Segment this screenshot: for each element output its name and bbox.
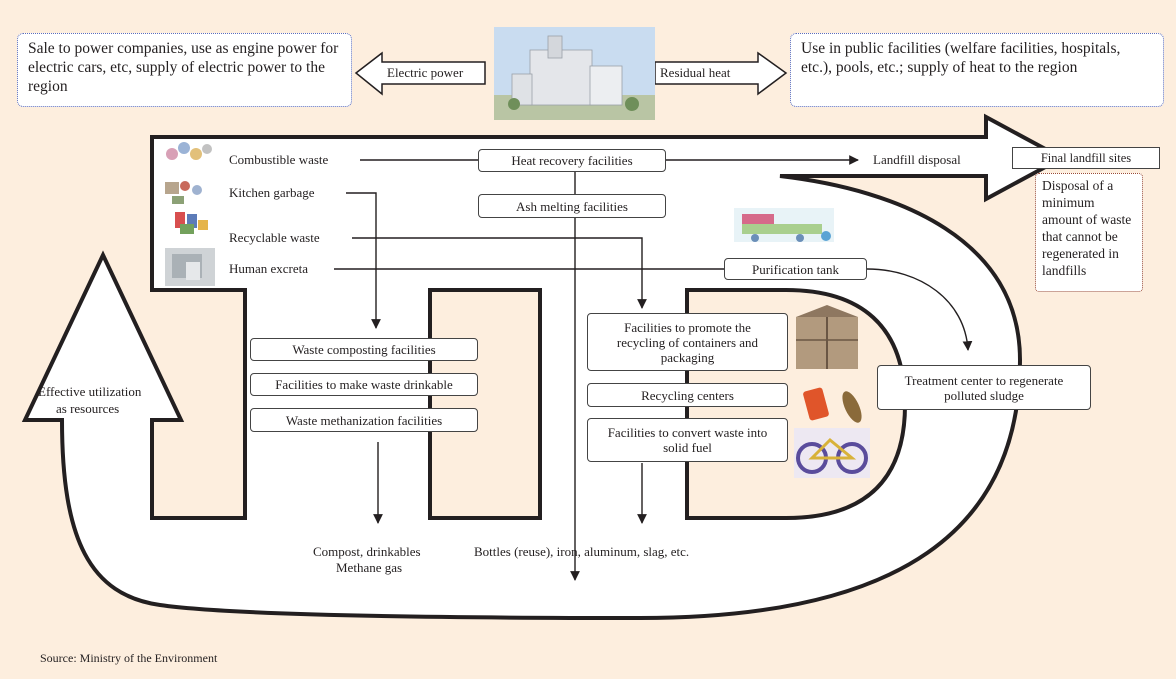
- methane-output-label: Methane gas: [336, 560, 403, 575]
- packaging-box-icon: [796, 305, 858, 369]
- composting-box: Waste composting facilities: [250, 338, 478, 361]
- human-excreta-label: Human excreta: [229, 261, 309, 276]
- landfill-note-box: Disposal of a minimum amount of waste th…: [1035, 173, 1143, 292]
- final-landfill-box: Final landfill sites: [1012, 147, 1160, 169]
- kitchen-garbage-label: Kitchen garbage: [229, 185, 315, 200]
- electric-power-arrow: [354, 51, 486, 96]
- effective-utilization-line1: Effective utilization: [38, 384, 142, 399]
- landfill-disposal-label: Landfill disposal: [873, 152, 961, 167]
- compost-output-label: Compost, drinkables: [313, 544, 421, 559]
- residual-heat-label: Residual heat: [660, 65, 731, 80]
- recyclable-waste-icon: [175, 212, 208, 234]
- power-use-box: Sale to power companies, use as engine p…: [17, 33, 352, 107]
- incinerator-plant-image: [494, 27, 655, 120]
- effective-utilization-line2: as resources: [56, 401, 120, 416]
- containers-box: Facilities to promote the recycling of c…: [587, 313, 788, 371]
- cans-bottles-icon: [803, 387, 862, 423]
- recycling-centers-box: Recycling centers: [587, 383, 788, 407]
- residual-heat-arrow: [654, 51, 788, 96]
- recyclable-waste-label: Recyclable waste: [229, 230, 320, 245]
- ash-melting-box: Ash melting facilities: [478, 194, 666, 218]
- heat-use-box: Use in public facilities (welfare facili…: [790, 33, 1164, 107]
- sludge-center-box: Treatment center to regenerate polluted …: [877, 365, 1091, 410]
- human-excreta-icon: [165, 248, 215, 286]
- kitchen-garbage-icon: [165, 181, 202, 204]
- purification-truck-icon: [734, 208, 834, 242]
- bottles-output-label: Bottles (reuse), iron, aluminum, slag, e…: [474, 544, 690, 559]
- solid-fuel-box: Facilities to convert waste into solid f…: [587, 418, 788, 462]
- purification-tank-box: Purification tank: [724, 258, 867, 280]
- electric-power-label: Electric power: [387, 65, 464, 80]
- source-note: Source: Ministry of the Environment: [40, 651, 218, 665]
- bicycle-icon: [794, 428, 870, 478]
- combustible-waste-icon: [166, 142, 212, 160]
- methanization-box: Waste methanization facilities: [250, 408, 478, 432]
- drinkable-box: Facilities to make waste drinkable: [250, 373, 478, 396]
- combustible-waste-label: Combustible waste: [229, 152, 329, 167]
- heat-recovery-box: Heat recovery facilities: [478, 149, 666, 172]
